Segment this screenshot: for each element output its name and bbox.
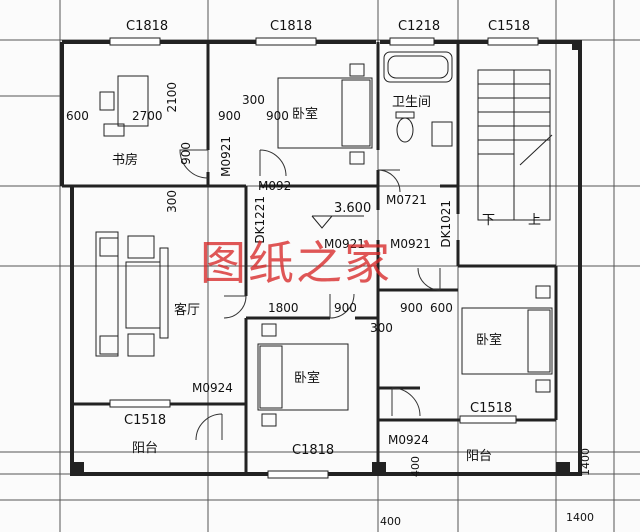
dimension-label: 2700 <box>132 109 163 123</box>
dimension-label: 1400 <box>579 448 592 476</box>
columns <box>72 40 582 476</box>
elevation-value: 3.600 <box>334 201 372 216</box>
dimension-label: 900 <box>400 301 423 315</box>
elevation-marker <box>311 215 364 229</box>
dimension-label: 400 <box>409 456 422 477</box>
dimension-label: 1400 <box>566 511 594 524</box>
room-label-living: 客厅 <box>174 303 201 318</box>
windows <box>109 37 539 479</box>
room-label-balcony-right: 阳台 <box>466 449 493 464</box>
room-label-bedroom-mid: 卧室 <box>294 371 321 386</box>
staircase <box>477 69 553 221</box>
dimension-label: 2100 <box>165 82 179 113</box>
dimension-label: 900 <box>334 301 357 315</box>
room-label-bedroom-top: 卧室 <box>292 107 319 122</box>
door-label: M092 <box>258 179 292 193</box>
dimension-label: 1800 <box>268 301 299 315</box>
dimension-label: 300 <box>242 93 265 107</box>
dimension-label: 300 <box>370 321 393 335</box>
dimension-label: 900 <box>218 109 241 123</box>
window-label: C1518 <box>124 413 167 428</box>
door-label: M0921 <box>390 237 431 251</box>
dimension-label: 600 <box>66 109 89 123</box>
door-label: M0924 <box>192 381 233 395</box>
door-label: M0721 <box>386 193 427 207</box>
window-label: C1518 <box>470 401 513 416</box>
sofa-set <box>95 231 169 357</box>
dimension-label: 900 <box>266 109 289 123</box>
study-furniture <box>99 75 149 137</box>
window-label: C1818 <box>292 443 335 458</box>
window-label: C1218 <box>398 19 441 34</box>
door-label: M0921 <box>324 237 365 251</box>
door-swings <box>179 149 441 441</box>
window-label: C1818 <box>270 19 313 34</box>
dimension-label: 600 <box>430 301 453 315</box>
door-label: M0924 <box>388 433 429 447</box>
bed-furniture <box>257 63 553 427</box>
room-label-study: 书房 <box>112 153 139 168</box>
room-label-balcony-left: 阳台 <box>132 441 159 456</box>
bathroom-fixtures <box>383 51 453 147</box>
window-label: C1518 <box>488 19 531 34</box>
door-label: M0921 <box>219 136 233 177</box>
stair-label-down: 下 <box>482 213 496 228</box>
dimension-label: 400 <box>380 515 401 528</box>
dimension-label: 300 <box>165 190 179 213</box>
window-label: C1818 <box>126 19 169 34</box>
dimension-label: 900 <box>179 142 193 165</box>
door-label: DK1021 <box>439 200 453 248</box>
stair-label-up: 上 <box>528 213 542 228</box>
room-label-bathroom: 卫生间 <box>392 95 432 110</box>
watermark: 图纸之家 <box>200 236 392 290</box>
room-label-bedroom-right: 卧室 <box>476 333 503 348</box>
